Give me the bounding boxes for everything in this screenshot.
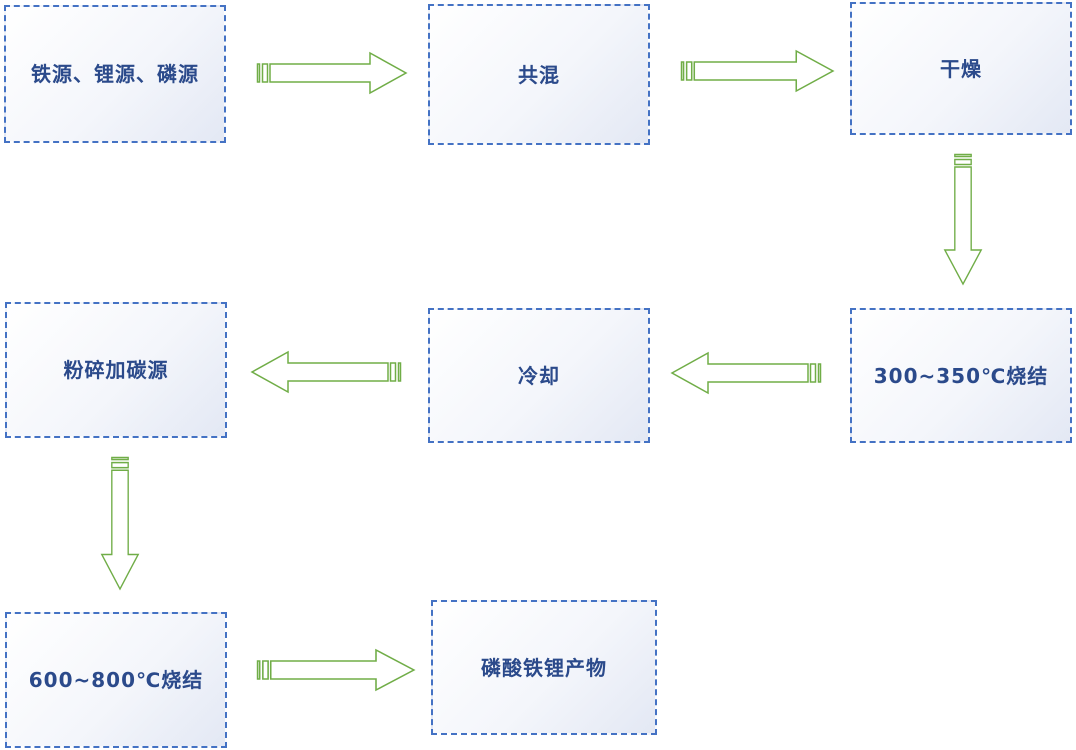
node-iron-lithium-phosphorus-sources: 铁源、锂源、磷源 [4, 5, 226, 143]
node-drying: 干燥 [850, 2, 1072, 135]
node-label: 磷酸铁锂产物 [481, 655, 607, 680]
node-sintering-300-350: 300~350℃烧结 [850, 308, 1072, 443]
node-sintering-600-800: 600~800℃烧结 [5, 612, 227, 748]
node-cooling: 冷却 [428, 308, 650, 443]
node-label: 300~350℃烧结 [873, 363, 1049, 388]
node-label: 干燥 [940, 56, 982, 81]
node-label: 粉碎加碳源 [63, 358, 169, 382]
arrow-left-icon [250, 350, 402, 394]
node-label: 600~800℃烧结 [28, 668, 204, 692]
arrow-right-icon [680, 49, 835, 93]
node-label: 铁源、锂源、磷源 [31, 62, 199, 86]
node-crushing-add-carbon: 粉碎加碳源 [5, 302, 227, 438]
arrow-down-icon [943, 153, 983, 286]
arrow-right-icon [256, 51, 408, 95]
arrow-down-icon [100, 456, 140, 591]
node-lifepo4-product: 磷酸铁锂产物 [431, 600, 657, 735]
arrow-right-icon [256, 648, 416, 692]
node-label: 共混 [518, 62, 560, 87]
node-mixing: 共混 [428, 4, 650, 145]
arrow-left-icon [670, 351, 822, 395]
node-label: 冷却 [518, 363, 560, 388]
